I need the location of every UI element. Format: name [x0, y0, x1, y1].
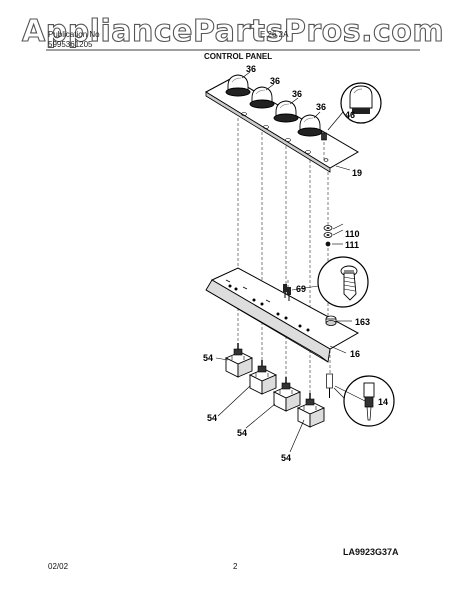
probe-part [326, 373, 395, 427]
bracket-part [205, 267, 360, 363]
grommet-part [325, 315, 352, 326]
callout-110: 110 [345, 229, 360, 239]
callout-54: 54 [203, 353, 213, 363]
callout-54: 54 [281, 453, 291, 463]
callout-16: 16 [350, 349, 360, 359]
leader-lines [215, 71, 366, 453]
callout-69: 69 [296, 284, 306, 294]
callout-111: 111 [345, 240, 359, 250]
publication-label: Publication No [48, 30, 100, 39]
control-panel-part [204, 77, 359, 173]
diagram-code: LA9923G37A [343, 547, 399, 557]
footer-page-number: 2 [233, 562, 238, 571]
callout-14: 14 [378, 397, 388, 407]
bracket-screws [283, 284, 291, 301]
callout-36: 36 [292, 89, 302, 99]
callout-46: 46 [345, 110, 355, 120]
callout-19: 19 [352, 168, 362, 178]
callout-54: 54 [237, 428, 247, 438]
callout-163: 163 [355, 317, 370, 327]
washer-nut-parts [323, 223, 344, 247]
callout-54: 54 [207, 413, 217, 423]
callout-36: 36 [316, 102, 326, 112]
footer-date: 02/02 [48, 562, 69, 571]
screw-part [291, 256, 369, 308]
model-number: E 26 2A [260, 30, 289, 39]
callout-36: 36 [270, 76, 280, 86]
section-title: CONTROL PANEL [204, 52, 273, 61]
callout-36: 36 [246, 64, 256, 74]
publication-number: 5995361205 [48, 40, 93, 49]
knob-cap-part [321, 82, 382, 160]
switch-part [225, 342, 325, 428]
